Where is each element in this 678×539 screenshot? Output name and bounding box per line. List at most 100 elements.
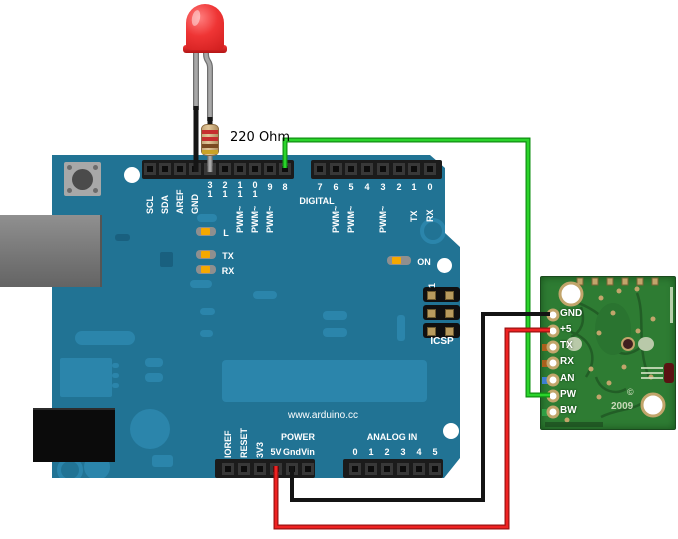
- label-rx-pin: RX: [425, 209, 435, 222]
- pin-5v: [270, 463, 282, 475]
- icsp-pin: [427, 327, 436, 336]
- sensor-label-gnd: GND: [560, 308, 583, 319]
- label-pin-2: 2: [396, 182, 402, 192]
- pin-3v3: [254, 463, 266, 475]
- pin-0: [424, 163, 436, 175]
- mounting-hole: [443, 423, 459, 439]
- icsp-pin: [445, 327, 454, 336]
- component: [115, 234, 130, 241]
- pin-aref: [174, 163, 186, 175]
- label-a1: 1: [368, 447, 374, 457]
- pin-a4: [413, 463, 425, 475]
- label-a2: 2: [384, 447, 390, 457]
- icsp-pin: [427, 291, 436, 300]
- led-anode-leg: [203, 46, 213, 121]
- sensor-label-tx: TX: [560, 340, 573, 351]
- label-pin-7: 7: [317, 182, 323, 192]
- resistor-band: [202, 144, 218, 148]
- pin-a2: [381, 463, 393, 475]
- label-scl: SCL: [145, 196, 155, 214]
- component: [152, 455, 173, 467]
- ultrasonic-sensor-board: GND +5 TX RX AN PW BW 2009 ©: [540, 276, 676, 430]
- pin-a1: [365, 463, 377, 475]
- label-sda: SDA: [160, 194, 170, 214]
- component: [200, 330, 213, 337]
- pin-scl: [144, 163, 156, 175]
- pin-10: [249, 163, 261, 175]
- label-pwm: PWM~: [378, 205, 388, 233]
- label-pin-3: 3: [380, 182, 386, 192]
- pin-3: [377, 163, 389, 175]
- pin-9: [264, 163, 276, 175]
- sensor-pad-pw: [546, 389, 560, 403]
- label-led-l: L: [223, 228, 229, 238]
- pin-11: [234, 163, 246, 175]
- icsp-pin: [427, 309, 436, 318]
- label-pin-5: 5: [348, 182, 354, 192]
- label-aref: AREF: [175, 189, 185, 215]
- pin-reset: [238, 463, 250, 475]
- mounting-hole: [437, 258, 452, 273]
- label-pin-6: 6: [333, 182, 339, 192]
- icsp-pin: [445, 291, 454, 300]
- sensor-label-pw: PW: [560, 389, 577, 400]
- pin-gnd-digital: [189, 163, 201, 175]
- component: [397, 315, 405, 341]
- resistor-band: [202, 150, 218, 154]
- chip: [60, 358, 112, 397]
- mounting-hole: [124, 167, 140, 183]
- label-a3: 3: [400, 447, 406, 457]
- chip-leg: [112, 373, 119, 378]
- pin-2: [393, 163, 405, 175]
- label-pwm: PWM~: [265, 205, 275, 233]
- resistor-band: [202, 130, 218, 134]
- main-chip: [222, 360, 427, 402]
- led-rx: [196, 265, 216, 274]
- component: [145, 358, 163, 367]
- chip-leg: [112, 383, 119, 388]
- component: [323, 328, 347, 337]
- label-led-tx: TX: [222, 251, 234, 261]
- label-gnd: GND: [190, 194, 200, 214]
- pin-1: [408, 163, 420, 175]
- pin-5: [345, 163, 357, 175]
- label-icsp: ICSP: [430, 336, 454, 347]
- sensor-label-an: AN: [560, 373, 575, 384]
- pin-ioref: [222, 463, 234, 475]
- label-power-section: POWER: [280, 432, 315, 442]
- arduino-url: www.arduino.cc: [287, 410, 359, 421]
- label-pwm: PWM~: [250, 205, 260, 233]
- label-reset: RESET: [239, 427, 249, 458]
- label-pwm: PWM~: [346, 205, 356, 233]
- pin-13: [204, 163, 216, 175]
- red-led: [186, 4, 224, 50]
- label-pwm: PWM~: [235, 205, 245, 233]
- reset-button-pin: [67, 165, 72, 170]
- sensor-pad-an: [546, 373, 560, 387]
- label-pin-13: 3 1: [207, 180, 213, 199]
- resistor-220ohm: [201, 124, 219, 156]
- label-analog-section: ANALOG IN: [366, 432, 418, 442]
- sensor-pad-bw: [546, 405, 560, 419]
- pin-8: [279, 163, 291, 175]
- label-led-rx: RX: [221, 266, 235, 276]
- label-led-on: ON: [417, 257, 431, 267]
- led-l: [196, 227, 216, 236]
- component: [160, 252, 173, 267]
- resistor-band: [202, 137, 218, 141]
- sensor-year: 2009: [611, 401, 634, 412]
- sensor-pad-rx: [546, 356, 560, 370]
- power-jack: [33, 408, 115, 462]
- label-pin-11: 1 1: [237, 180, 243, 199]
- capacitor: [130, 409, 170, 449]
- label-ioref: IOREF: [223, 430, 233, 458]
- resistor-value-annotation: 220 Ohm: [230, 130, 291, 145]
- component: [190, 280, 212, 288]
- sensor-pcb-art: [542, 277, 674, 427]
- pin-a0: [349, 463, 361, 475]
- pin-vin: [302, 463, 314, 475]
- pin-4: [361, 163, 373, 175]
- pin-7: [314, 163, 326, 175]
- label-tx-pin: TX: [409, 210, 419, 222]
